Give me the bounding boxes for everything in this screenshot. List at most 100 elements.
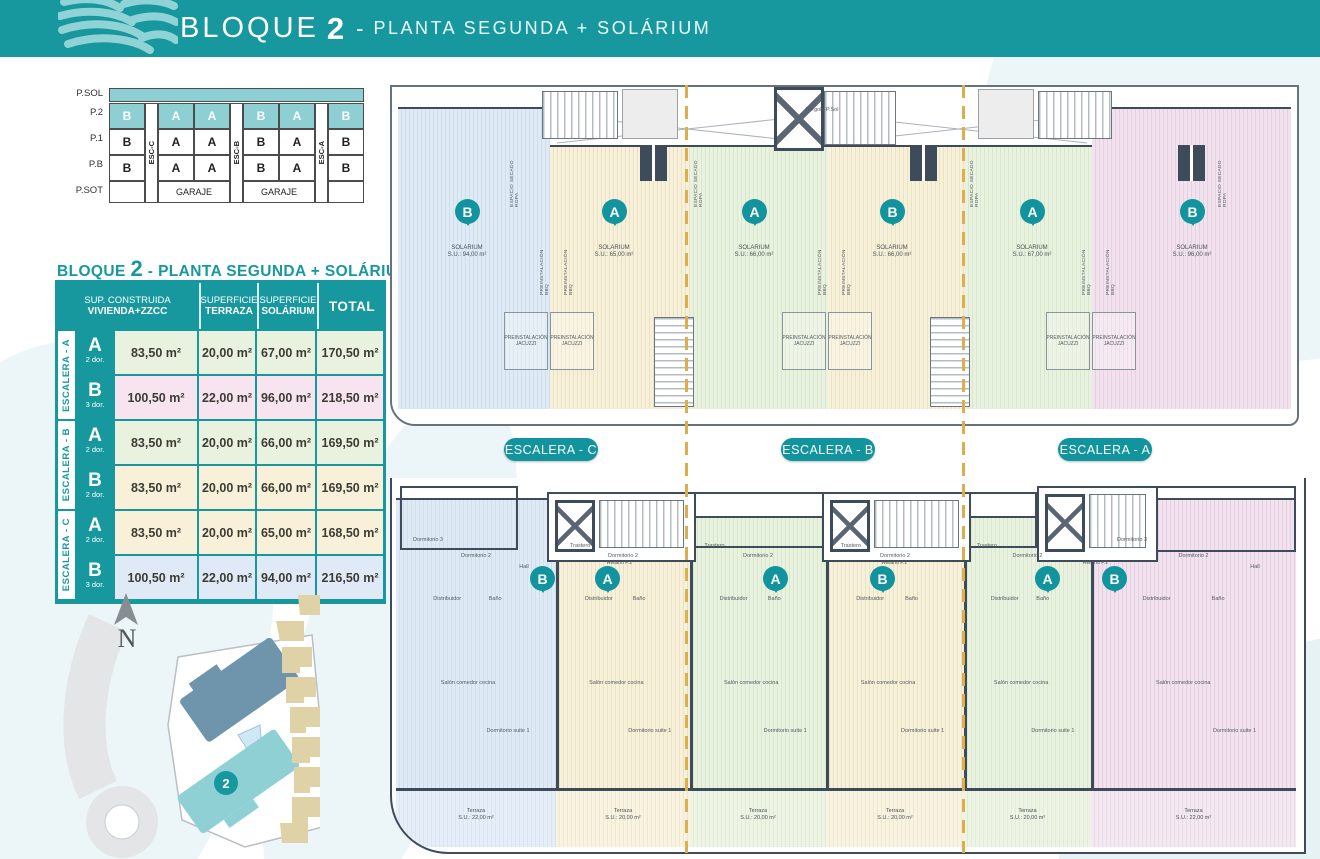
- bedroom-wing-outline: [969, 492, 1037, 548]
- room-label-suite: Dormitorio suite 1: [1031, 728, 1075, 734]
- roof-terrace-box: [622, 89, 678, 139]
- terrace-label-line1: Terraza: [466, 808, 486, 814]
- building-block-1: [180, 637, 299, 742]
- bbq-preinstall-label: PREINSTALACIÓN BBQ: [818, 249, 828, 295]
- stack-unit-cell: B: [109, 155, 145, 181]
- table-value-cell: 20,00 m²: [199, 511, 255, 554]
- table-letter-text: A: [88, 334, 102, 356]
- solarium-label-line2: S.U.: 65,00 m²: [594, 252, 634, 258]
- bedroom-wing-outline: [400, 486, 518, 550]
- north-label: N: [118, 624, 137, 653]
- table-header-line: SUPERFICIE: [200, 295, 258, 306]
- table-letter-text: 2 dor.: [85, 354, 105, 364]
- stack-unit-cell: A: [194, 103, 230, 129]
- solarium-unit-badge-b: B: [1180, 199, 1205, 224]
- roof-stair-esc-a: [1038, 91, 1112, 139]
- table-value-cell: 169,50 m²: [317, 421, 383, 464]
- stack-basement-cell: [328, 181, 364, 203]
- section-divider-dashed: [685, 85, 688, 853]
- room-label-suite: Dormitorio suite 1: [1212, 728, 1257, 734]
- terrace-label-line2: S.U.: 22,00 m²: [458, 814, 494, 821]
- stack-stair-label: ESC-C: [147, 141, 156, 165]
- party-wall: [964, 510, 967, 788]
- townhouses: [276, 595, 320, 843]
- core-stairs: [599, 500, 684, 548]
- terrace-label-line2: S.U.: 20,00 m²: [605, 814, 641, 821]
- block-2-badge: [214, 771, 238, 795]
- room-label-d2: Dormitorio 2: [461, 553, 491, 560]
- stack-unit-cell: B: [243, 129, 279, 155]
- stack-unit-cell: A: [158, 129, 194, 155]
- page-title: BLOQUE 2 - PLANTA SEGUNDA + SOLÁRIUM: [180, 0, 711, 57]
- table-letter-text: B: [88, 559, 102, 581]
- stack-floor-label: P.2: [89, 107, 103, 118]
- room-label-suite: Dormitorio suite 1: [486, 728, 530, 734]
- core-landing-label: Rellano P.2: [606, 560, 633, 566]
- table-value-cell: 83,50 m²: [115, 466, 197, 509]
- facade-wall: [396, 788, 1296, 791]
- terrace-zone: [556, 791, 690, 847]
- block-2-badge-label: 2: [222, 776, 229, 791]
- terrace-label-line2: S.U.: 20,00 m²: [877, 814, 913, 821]
- room-label-salon: Salón comedor cocina: [860, 680, 916, 687]
- escalera-c-label: ESCALERA - C: [504, 442, 598, 457]
- terrace-label-line2: S.U.: 20,00 m²: [740, 814, 776, 821]
- terrace-label-line1: Terraza: [1018, 808, 1037, 814]
- table-value-cell: 20,00 m²: [199, 421, 255, 464]
- terrace-label-line1: Terraza: [885, 808, 905, 814]
- table-header-line: TERRAZA: [205, 306, 253, 317]
- stack-unit-cell: B: [109, 103, 145, 129]
- escalera-a-pill: ESCALERA - A: [1058, 438, 1152, 461]
- roof-stairwell: [654, 317, 694, 407]
- core-stairs: [1089, 494, 1146, 548]
- stack-unit-cell: A: [194, 155, 230, 181]
- table-title-block: BLOQUE: [57, 263, 126, 280]
- table-header-line: VIVIENDA+ZZCC: [87, 306, 168, 317]
- stack-unit-cell: B: [328, 155, 364, 181]
- table-value-cell: 83,50 m²: [115, 511, 197, 554]
- section-divider-dashed: [962, 85, 965, 853]
- terrace-zone: [1091, 791, 1296, 847]
- room-label-bano: Baño: [488, 595, 502, 602]
- room-label-salon: Salón comedor cocina: [993, 680, 1049, 687]
- roof-stair-esc-c: [542, 91, 618, 139]
- stack-garage-cell: GARAJE: [243, 181, 315, 203]
- room-label-salon: Salón comedor cocina: [589, 680, 644, 687]
- apartment-badge-a: A: [1035, 566, 1060, 591]
- table-value-cell: 22,00 m²: [199, 376, 255, 419]
- stack-stair-column: ESC-B: [230, 103, 243, 203]
- stack-stair-label: ESC-A: [317, 141, 326, 165]
- stack-unit-cell: A: [279, 103, 315, 129]
- table-header-cell: TOTAL: [317, 283, 385, 329]
- solarium-label-line2: S.U.: 67,00 m²: [1012, 252, 1052, 258]
- title-separator: -: [356, 15, 364, 41]
- jacuzzi-preinstall-box: PREINSTALACIÓN JACUZZI: [504, 312, 548, 370]
- jacuzzi-preinstall-box: PREINSTALACIÓN JACUZZI: [828, 312, 872, 370]
- room-label-distribuidor: Distribuidor: [433, 595, 462, 602]
- room-label-trastero: Trastero: [569, 542, 591, 549]
- table-letter-text: 2 dor.: [85, 534, 105, 544]
- room-label-salon: Salón comedor cocina: [1156, 680, 1211, 687]
- terrace-zone: [964, 791, 1091, 847]
- escalera-b-pill: ESCALERA - B: [781, 438, 875, 461]
- room-label-trastero: Trastero: [840, 542, 861, 549]
- apartment-zone-a: [690, 516, 826, 790]
- core-stairs: [874, 500, 959, 548]
- table-value-cell: 216,50 m²: [317, 556, 383, 599]
- table-value-cell: 67,00 m²: [257, 331, 315, 374]
- table-letter-text: 3 dor.: [85, 399, 105, 409]
- room-label-distribuidor: Distribuidor: [856, 595, 885, 602]
- table-value-cell: 83,50 m²: [115, 331, 197, 374]
- table-letter-text: B: [88, 469, 102, 491]
- core-landing-label: Rellano P.2: [881, 560, 908, 566]
- drying-area-label: ESPACIO SECADO ROPA: [970, 160, 980, 207]
